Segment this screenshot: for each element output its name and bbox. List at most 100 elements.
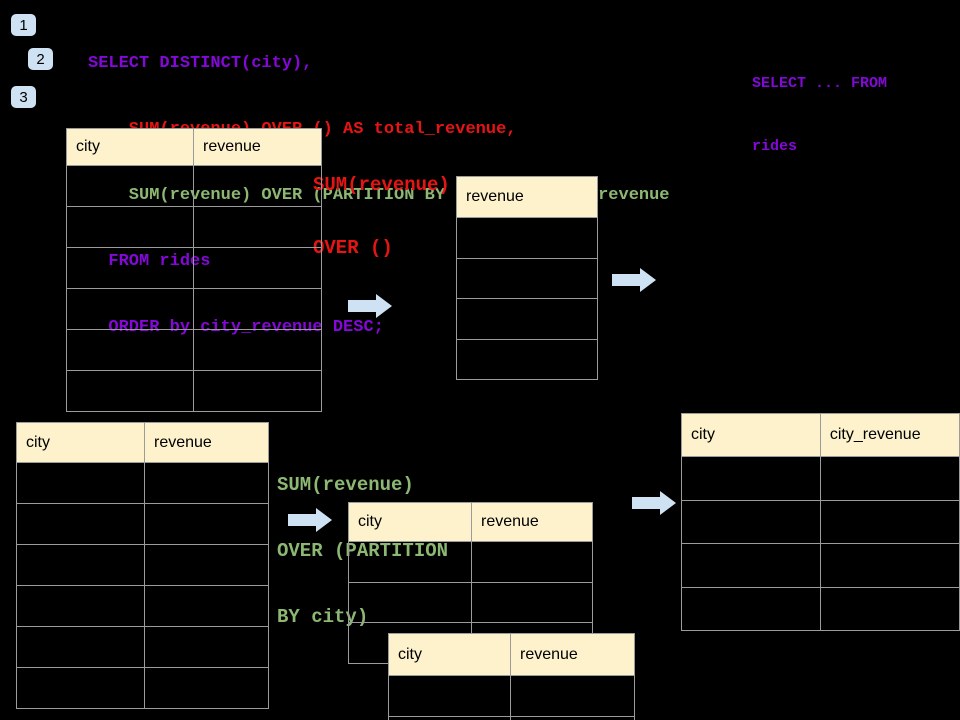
empty-cell [144,667,269,709]
empty-cell [16,585,145,627]
table-row [348,581,593,623]
empty-cell [193,288,322,330]
column-header: revenue [471,502,593,542]
column-header: city [681,413,821,457]
query-source-note-line2: rides [752,138,798,155]
empty-cell [819,456,960,501]
empty-cell [388,715,511,720]
table-row [66,247,322,289]
over-all-annotation-line1: SUM(revenue) [313,174,450,196]
table-header-row: revenue [456,176,598,218]
empty-cell [144,626,269,668]
table-row [66,370,322,412]
empty-cell [193,247,322,289]
empty-cell [681,499,821,544]
column-header: revenue [510,633,635,676]
over-all-annotation-line2: OVER () [313,237,393,259]
empty-cell [144,462,269,504]
empty-cell [388,675,511,717]
empty-cell [819,586,960,631]
column-header: revenue [144,422,269,463]
right-arrow-icon [348,294,392,318]
column-header: city [348,502,472,542]
table-row [456,217,598,259]
empty-cell [456,298,598,340]
empty-cell [193,206,322,248]
right-arrow-icon [612,268,656,292]
table-row [66,288,322,330]
table-row [16,544,269,586]
empty-cell [16,626,145,668]
over-all-annotation: SUM(revenue) OVER () [313,133,450,301]
empty-cell [681,456,821,501]
table-row [348,541,593,583]
empty-cell [144,544,269,586]
table-row [16,626,269,668]
column-header: revenue [193,128,322,166]
empty-cell [66,370,194,412]
over-partition-annotation-line1: SUM(revenue) [277,474,414,496]
table-row [456,257,598,299]
empty-cell [348,581,472,623]
right-arrow-icon [632,491,676,515]
empty-cell [66,206,194,248]
table-row [16,667,269,709]
empty-cell [681,543,821,588]
table-row [456,298,598,340]
empty-cell [16,667,145,709]
column-header: city_revenue [819,413,960,457]
empty-cell [193,165,322,207]
table-row [388,715,635,720]
column-header: city [66,128,194,166]
table-row [16,585,269,627]
empty-cell [16,503,145,545]
empty-cell [66,247,194,289]
table-row [16,462,269,504]
table-row [16,503,269,545]
empty-cell [456,217,598,259]
empty-cell [819,499,960,544]
query-source-note-line1: SELECT ... FROM [752,75,888,92]
empty-cell [193,370,322,412]
empty-cell [66,288,194,330]
empty-cell [66,165,194,207]
table-row [456,338,598,380]
total-revenue-table: revenue [456,176,598,380]
column-header: city [388,633,511,676]
column-header: revenue [456,176,598,218]
empty-cell [144,503,269,545]
empty-cell [471,541,593,583]
table-row [388,675,635,717]
empty-cell [144,585,269,627]
step-badge-3: 3 [11,86,36,108]
empty-cell [16,462,145,504]
sql-line-select: SELECT DISTINCT(city), [88,54,313,73]
empty-cell [471,581,593,623]
empty-cell [66,329,194,371]
table-row [681,543,960,588]
right-arrow-icon [288,508,332,532]
table-row [681,586,960,631]
table-row [66,165,322,207]
empty-cell [819,543,960,588]
empty-cell [510,675,635,717]
step-badge-2: 2 [28,48,53,70]
table-row [66,206,322,248]
step-badge-1: 1 [11,14,36,36]
column-header: city [16,422,145,463]
table-row [681,499,960,544]
empty-cell [16,544,145,586]
empty-cell [510,715,635,720]
query-source-note: SELECT ... FROM rides [752,31,887,199]
empty-cell [456,338,598,380]
